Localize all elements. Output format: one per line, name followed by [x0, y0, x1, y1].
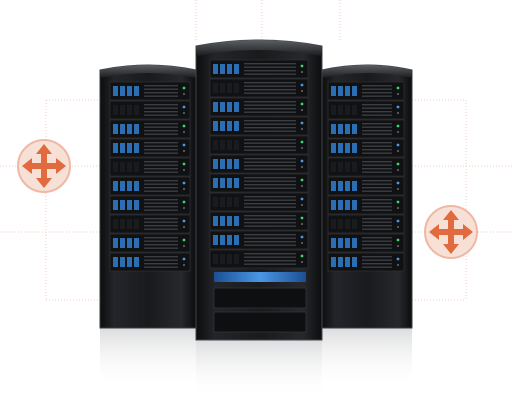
server-bay [109, 252, 191, 272]
server-bay [209, 230, 309, 250]
server-bay [209, 192, 309, 212]
server-bay [209, 116, 309, 136]
server-bay [109, 214, 191, 234]
server-bay [327, 252, 405, 272]
server-bay [209, 59, 309, 79]
server-bay [327, 119, 405, 139]
move-arrows-icon [424, 205, 478, 259]
server-bay [209, 249, 309, 269]
server-bay [327, 214, 405, 234]
server-bay [209, 135, 309, 155]
server-bay [109, 81, 191, 101]
server-bay [109, 233, 191, 253]
server-bay [109, 195, 191, 215]
server-bay [327, 195, 405, 215]
server-bay [327, 176, 405, 196]
server-bay [327, 138, 405, 158]
server-bay [109, 138, 191, 158]
guide-lines [0, 0, 512, 301]
server-rack-center [195, 39, 323, 341]
server-bay [327, 100, 405, 120]
server-bay [209, 97, 309, 117]
server-bay [209, 173, 309, 193]
server-bay [327, 157, 405, 177]
server-rack-left [99, 64, 197, 329]
server-rack-right [321, 64, 413, 329]
server-bay [109, 176, 191, 196]
server-bay [209, 211, 309, 231]
rack-reflections [100, 328, 412, 398]
server-bay [327, 233, 405, 253]
server-bay [109, 100, 191, 120]
server-bay [109, 157, 191, 177]
drive-activity-bar [214, 272, 306, 282]
server-bay [327, 81, 405, 101]
server-bay [109, 119, 191, 139]
move-arrows-icon [17, 139, 71, 193]
server-bay [209, 154, 309, 174]
server-bay [209, 78, 309, 98]
